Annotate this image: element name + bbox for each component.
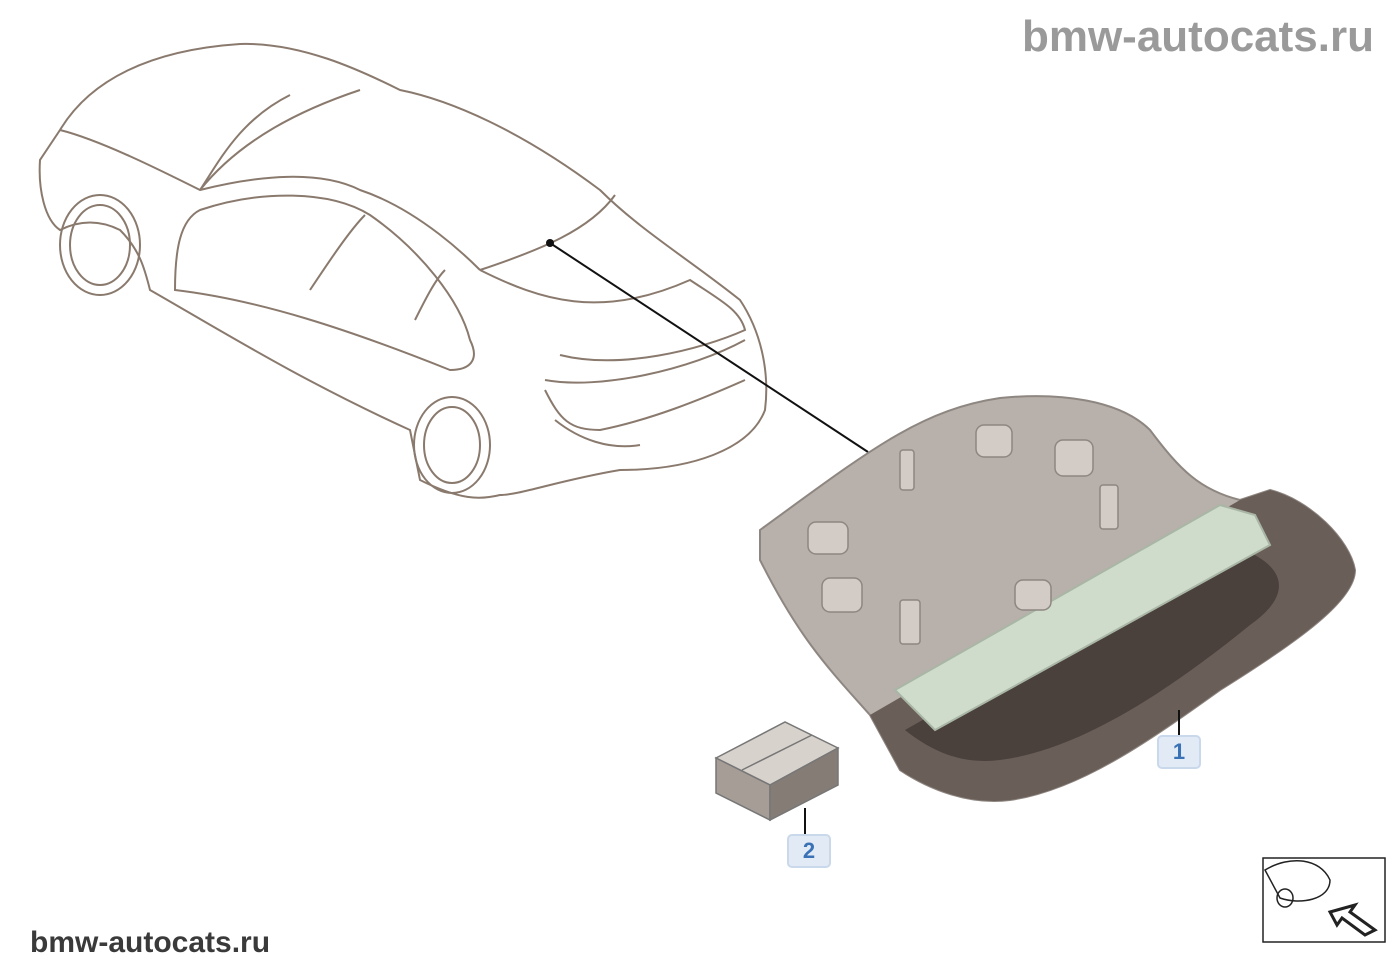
watermark-top: bmw-autocats.ru [1021, 12, 1374, 61]
car-outline [38, 42, 768, 499]
box-part [714, 721, 840, 822]
brake-light-part [759, 395, 1357, 802]
view-orientation-icon [1262, 857, 1386, 943]
callout-1[interactable]: 1 [1157, 735, 1201, 769]
watermark-bottom: bmw-autocats.ru [30, 926, 271, 959]
leader-line [549, 242, 869, 453]
callout-2[interactable]: 2 [787, 834, 831, 868]
